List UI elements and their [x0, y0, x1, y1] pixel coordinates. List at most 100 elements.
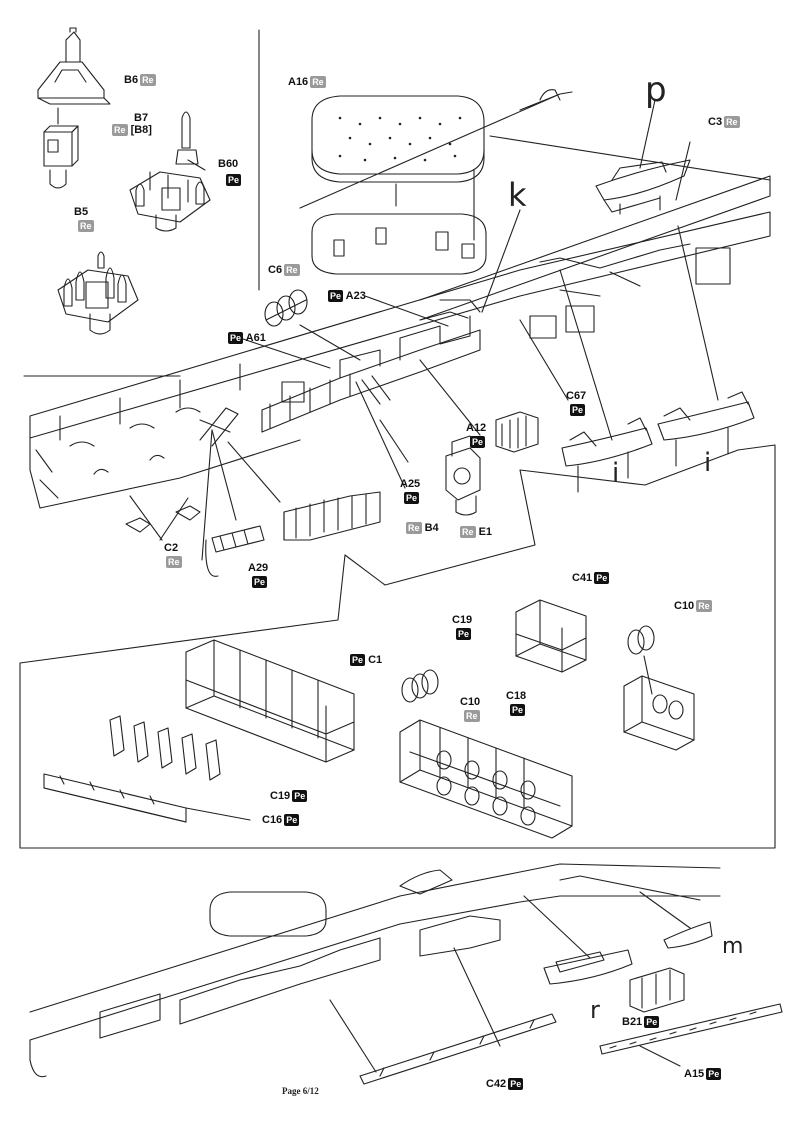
re-badge: Re [112, 124, 128, 137]
label-c18: C18 [506, 690, 527, 702]
label-b60: B60 [218, 158, 239, 170]
pe-badge: Pe [404, 492, 420, 505]
re-badge: Re [166, 556, 182, 569]
main-hull-upper [29, 211, 771, 509]
a25-rack-part [283, 491, 381, 541]
label-b60-pe: Pe [224, 174, 242, 187]
b-assembled-launcher [57, 251, 139, 335]
pe-badge: Pe [470, 436, 486, 449]
callout-m: m [722, 934, 744, 959]
label-a25: A25 [400, 478, 421, 490]
label-e1: Re E1 [460, 526, 493, 539]
upper-hull-deck [299, 89, 771, 321]
label-c1: Pe C1 [350, 654, 383, 667]
re-badge: Re [310, 76, 326, 89]
label-c19-top: C19 [452, 614, 473, 626]
page-number: Page 6/12 [282, 1086, 319, 1096]
a12-rack-part [495, 411, 539, 453]
label-c67-pe: Pe [568, 404, 586, 417]
re-badge: Re [78, 220, 94, 233]
c41-c18-rack [515, 599, 587, 673]
label-a12: A12 [466, 422, 487, 434]
c10-rack-right [623, 625, 695, 751]
b7-b60-launcher-exploded [129, 111, 211, 232]
re-badge: Re [724, 116, 740, 129]
label-a61: Pe A61 [228, 332, 266, 345]
re-badge: Re [460, 526, 476, 539]
re-badge: Re [464, 710, 480, 723]
pe-badge: Pe [226, 174, 242, 187]
label-c67: C67 [566, 390, 587, 402]
label-a12-pe: Pe [468, 436, 486, 449]
pe-badge: Pe [328, 290, 344, 303]
pe-badge: Pe [594, 572, 610, 585]
a16-lid-part [311, 95, 485, 241]
island-superstructure [261, 299, 481, 433]
pe-badge: Pe [284, 814, 300, 827]
label-a25-pe: Pe [402, 492, 420, 505]
bottom-hull-assembled [29, 863, 721, 1078]
c19-c16-pe-parts [43, 715, 251, 823]
label-c19-top-pe: Pe [454, 628, 472, 641]
c2-fittings [93, 454, 201, 533]
b5-director-part [43, 107, 79, 189]
c67-boat-left [561, 417, 653, 493]
pe-badge: Pe [570, 404, 586, 417]
label-a23: Pe A23 [328, 290, 366, 303]
pe-badge: Pe [706, 1068, 722, 1081]
pe-badge: Pe [456, 628, 472, 641]
b21-rack-part [629, 967, 685, 1013]
pe-badge: Pe [644, 1016, 660, 1029]
pe-badge: Pe [350, 654, 366, 667]
callout-i-right: i [704, 448, 712, 478]
b6-mast-part [37, 27, 111, 105]
panel-dividers [19, 29, 776, 849]
a29-pe-part [205, 525, 265, 577]
label-c10-mid-re: Re [462, 710, 480, 723]
hangar-opening [311, 213, 487, 275]
pe-badge: Pe [228, 332, 244, 345]
callout-p: p [645, 70, 667, 110]
re-badge: Re [284, 264, 300, 277]
callout-i-left: i [612, 458, 620, 488]
re-badge: Re [140, 74, 156, 87]
label-c10-mid: C10 [460, 696, 481, 708]
m-boat-part [639, 891, 713, 949]
c1-large-rack [185, 639, 355, 763]
label-b7: B7 [134, 112, 149, 124]
r-boat-part [523, 895, 633, 985]
a16-dots [338, 116, 462, 162]
label-a29: A29 [248, 562, 269, 574]
c10-raft-group-middle [401, 669, 439, 703]
label-b7-re: Re [B8] [112, 124, 152, 137]
pe-badge: Pe [252, 576, 268, 589]
label-b5-re: Re [76, 220, 94, 233]
label-b5: B5 [74, 206, 89, 218]
c6-raft-part [264, 289, 308, 327]
a15-pe-strip [599, 1003, 783, 1067]
label-a29-pe: Pe [250, 576, 268, 589]
boat-p-part [595, 99, 691, 215]
re-badge: Re [696, 600, 712, 613]
c42-pe-strip [329, 947, 557, 1085]
pe-badge: Pe [508, 1078, 524, 1091]
label-c2-re: Re [164, 556, 182, 569]
callout-r: r [590, 996, 600, 1024]
leader-lines [129, 141, 719, 561]
pe-badge: Pe [510, 704, 526, 717]
pe-badge: Pe [292, 790, 308, 803]
label-c18-pe: Pe [508, 704, 526, 717]
re-badge: Re [406, 522, 422, 535]
c10-long-rack [399, 719, 573, 839]
callout-k: k [508, 176, 527, 214]
